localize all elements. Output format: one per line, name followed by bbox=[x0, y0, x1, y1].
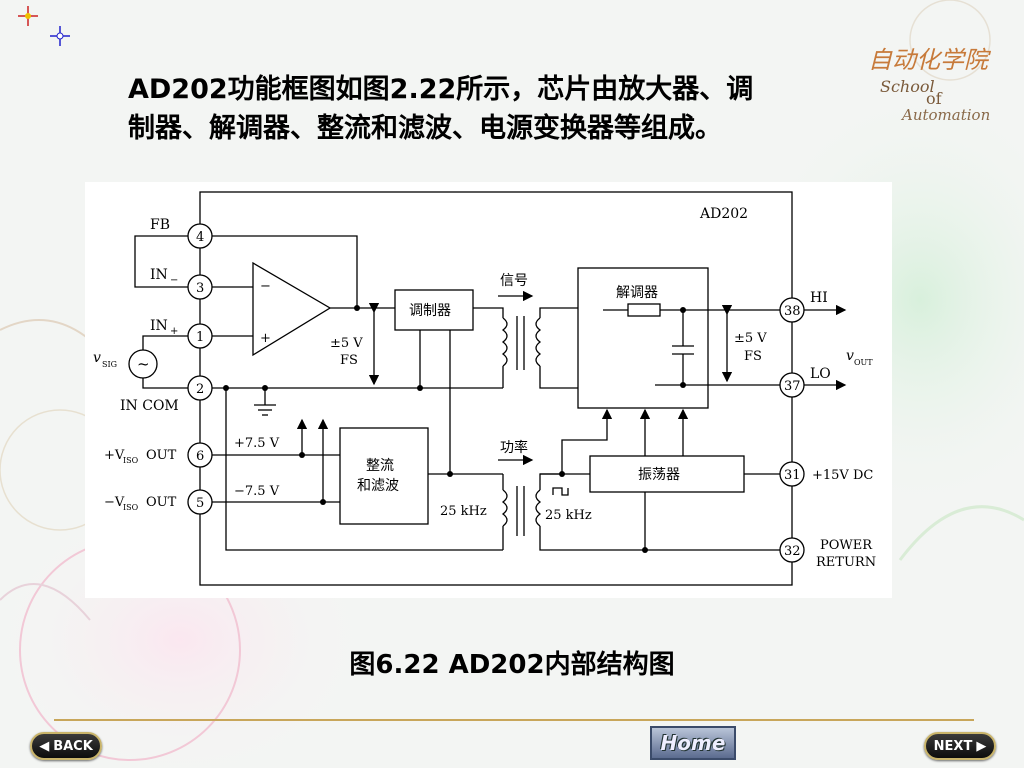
pin-6-num: 6 bbox=[196, 449, 204, 464]
power-return-1: POWER bbox=[820, 538, 873, 553]
fs-right-label: FS bbox=[744, 349, 762, 364]
pin-32-num: 32 bbox=[784, 544, 801, 559]
logo-line1: 自动化学院 bbox=[868, 46, 992, 74]
in-minus-sub: − bbox=[170, 275, 178, 286]
vsig-wire bbox=[142, 335, 188, 350]
next-label: NEXT bbox=[933, 738, 973, 754]
home-label: Home bbox=[660, 731, 726, 755]
pin-1-num: 1 bbox=[196, 330, 204, 345]
school-logo: 自动化学院 School of Automation bbox=[868, 46, 992, 124]
back-button[interactable]: ◀ BACK bbox=[30, 732, 102, 760]
neg75-label: −7.5 V bbox=[234, 484, 280, 499]
fs-right-pm: ±5 V bbox=[734, 331, 767, 346]
plus15-label: +15V DC bbox=[812, 468, 873, 483]
fb-external-loop bbox=[134, 235, 188, 288]
power-label: 功率 bbox=[500, 439, 528, 456]
in-plus-sub: + bbox=[170, 326, 178, 337]
fb-label: FB bbox=[150, 217, 170, 233]
signal-transformer-secondary bbox=[535, 317, 542, 367]
vsig-label: v bbox=[93, 350, 101, 366]
oscillator-label: 振荡器 bbox=[638, 467, 680, 483]
next-button[interactable]: NEXT ▶ bbox=[924, 732, 996, 760]
pin-38-num: 38 bbox=[784, 304, 801, 319]
vneg-iso-sub: ISO bbox=[123, 503, 139, 512]
next-arrow-icon: ▶ bbox=[976, 738, 987, 754]
khz-right-label: 25 kHz bbox=[545, 508, 592, 523]
vsig-tilde: ~ bbox=[137, 355, 150, 373]
pin-5-num: 5 bbox=[196, 496, 204, 511]
hi-label: HI bbox=[810, 290, 828, 306]
modulator-block bbox=[394, 289, 474, 331]
pin-3-num: 3 bbox=[196, 281, 204, 296]
power-transformer-secondary bbox=[535, 489, 542, 527]
vout-label: v bbox=[846, 348, 854, 364]
intro-line-1: AD202功能框图如图2.22所示，芯片由放大器、调 bbox=[128, 74, 754, 105]
diagram-svg: AD202 4 3 1 2 6 5 38 37 31 32 FB IN − IN… bbox=[93, 191, 876, 586]
vpos-iso-sub: ISO bbox=[123, 456, 139, 465]
pin-2-num: 2 bbox=[196, 382, 204, 397]
vpos-iso-post: OUT bbox=[146, 448, 177, 463]
demod-resistor bbox=[627, 303, 661, 317]
intro-text: AD202功能框图如图2.22所示，芯片由放大器、调 制器、解调器、整流和滤波、… bbox=[128, 70, 888, 148]
crosshair-decoration-icon bbox=[18, 6, 70, 46]
pin-4-num: 4 bbox=[196, 230, 204, 245]
back-label: BACK bbox=[53, 738, 93, 754]
rectifier-filter-block bbox=[339, 427, 429, 525]
vneg-iso-pre: −V bbox=[104, 495, 125, 510]
op-amp bbox=[252, 261, 332, 357]
logo-line4: Automation bbox=[900, 106, 990, 124]
vsig-sub: SIG bbox=[102, 360, 117, 369]
amp-minus-sign: − bbox=[260, 279, 271, 294]
intro-line-2: 制器、解调器、整流和滤波、电源变换器等组成。 bbox=[128, 113, 722, 144]
ad202-block-diagram: AD202 4 3 1 2 6 5 38 37 31 32 FB IN − IN… bbox=[85, 182, 892, 598]
in-plus-label: IN bbox=[150, 318, 168, 334]
vpos-iso-pre: +V bbox=[104, 448, 125, 463]
demodulator-label: 解调器 bbox=[616, 285, 658, 301]
back-arrow-icon: ◀ bbox=[39, 738, 50, 754]
rectifier-line2: 和滤波 bbox=[357, 478, 399, 494]
logo-line3: of bbox=[926, 89, 943, 108]
pin-31-num: 31 bbox=[784, 468, 801, 483]
pin-37-num: 37 bbox=[784, 379, 801, 394]
rectifier-line1: 整流 bbox=[366, 458, 394, 474]
ground-bus bbox=[225, 388, 503, 551]
footer-divider bbox=[54, 719, 974, 721]
fs-left-label: FS bbox=[340, 353, 358, 368]
signal-label: 信号 bbox=[500, 273, 528, 289]
khz-left-label: 25 kHz bbox=[440, 504, 487, 519]
in-com-label: IN COM bbox=[120, 398, 179, 414]
oscillator-block bbox=[589, 455, 745, 493]
fb-internal-wire bbox=[212, 235, 358, 308]
pos75-label: +7.5 V bbox=[234, 436, 280, 451]
vout-sub: OUT bbox=[854, 358, 873, 367]
signal-transformer-primary bbox=[501, 317, 508, 367]
chip-name-label: AD202 bbox=[699, 206, 748, 222]
lo-label: LO bbox=[810, 366, 831, 382]
power-return-2: RETURN bbox=[816, 555, 876, 570]
in-minus-label: IN bbox=[150, 267, 168, 283]
logo-line2: School bbox=[880, 77, 935, 96]
vneg-iso-post: OUT bbox=[146, 495, 177, 510]
modulator-label: 调制器 bbox=[409, 303, 451, 319]
figure-caption: 图6.22 AD202内部结构图 bbox=[349, 650, 675, 680]
fs-left-pm: ±5 V bbox=[330, 336, 363, 351]
home-button[interactable]: Home bbox=[650, 726, 736, 760]
amp-plus-sign: + bbox=[260, 331, 271, 346]
power-transformer-primary bbox=[501, 489, 508, 527]
